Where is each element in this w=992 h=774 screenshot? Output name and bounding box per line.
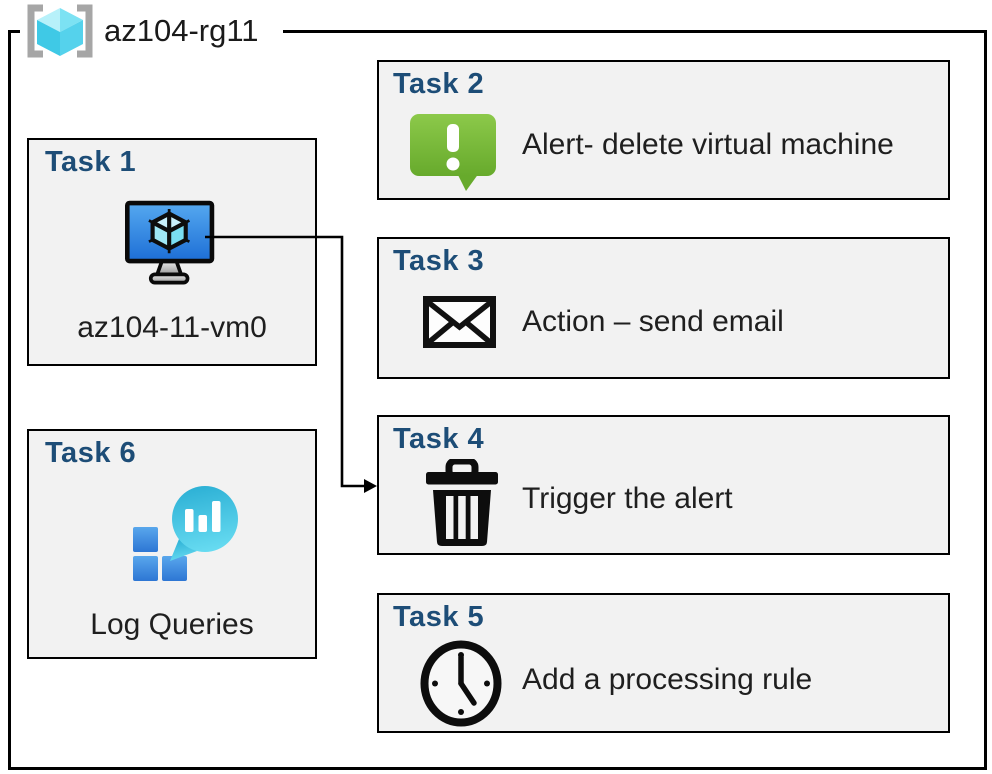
- virtual-machine-icon: [125, 200, 217, 288]
- task6-title: Task 6: [45, 437, 137, 469]
- task3-title: Task 3: [393, 245, 485, 277]
- border-label-gap: [20, 27, 283, 36]
- task1-title: Task 1: [45, 146, 137, 178]
- task1-label: az104-11-vm0: [77, 311, 267, 344]
- task4-title: Task 4: [393, 423, 485, 455]
- task2-title: Task 2: [393, 68, 485, 100]
- task5-title: Task 5: [393, 601, 485, 633]
- task5-box: Task 5 Add a processing rule: [377, 593, 950, 733]
- alert-icon: [409, 110, 497, 194]
- resource-group-label: az104-rg11: [104, 13, 259, 48]
- task3-box: Task 3 Action – send email: [377, 237, 950, 379]
- task6-label: Log Queries: [90, 608, 254, 641]
- clock-icon: [420, 640, 502, 727]
- email-icon: [423, 296, 496, 348]
- resource-group-icon: [22, 3, 98, 64]
- task4-box: Task 4 Trigger the alert: [377, 415, 950, 555]
- task1-box: Task 1: [27, 138, 317, 366]
- log-queries-icon: [133, 485, 247, 581]
- task4-label: Trigger the alert: [522, 482, 733, 515]
- trash-icon: [426, 457, 498, 547]
- task5-label: Add a processing rule: [522, 663, 813, 696]
- task2-label: Alert- delete virtual machine: [522, 128, 894, 161]
- task3-label: Action – send email: [522, 305, 784, 338]
- task6-box: Task 6 Log Q: [27, 429, 317, 659]
- resource-group-border: [8, 30, 987, 770]
- task2-box: Task 2 Alert- delete virtual machine: [377, 60, 950, 200]
